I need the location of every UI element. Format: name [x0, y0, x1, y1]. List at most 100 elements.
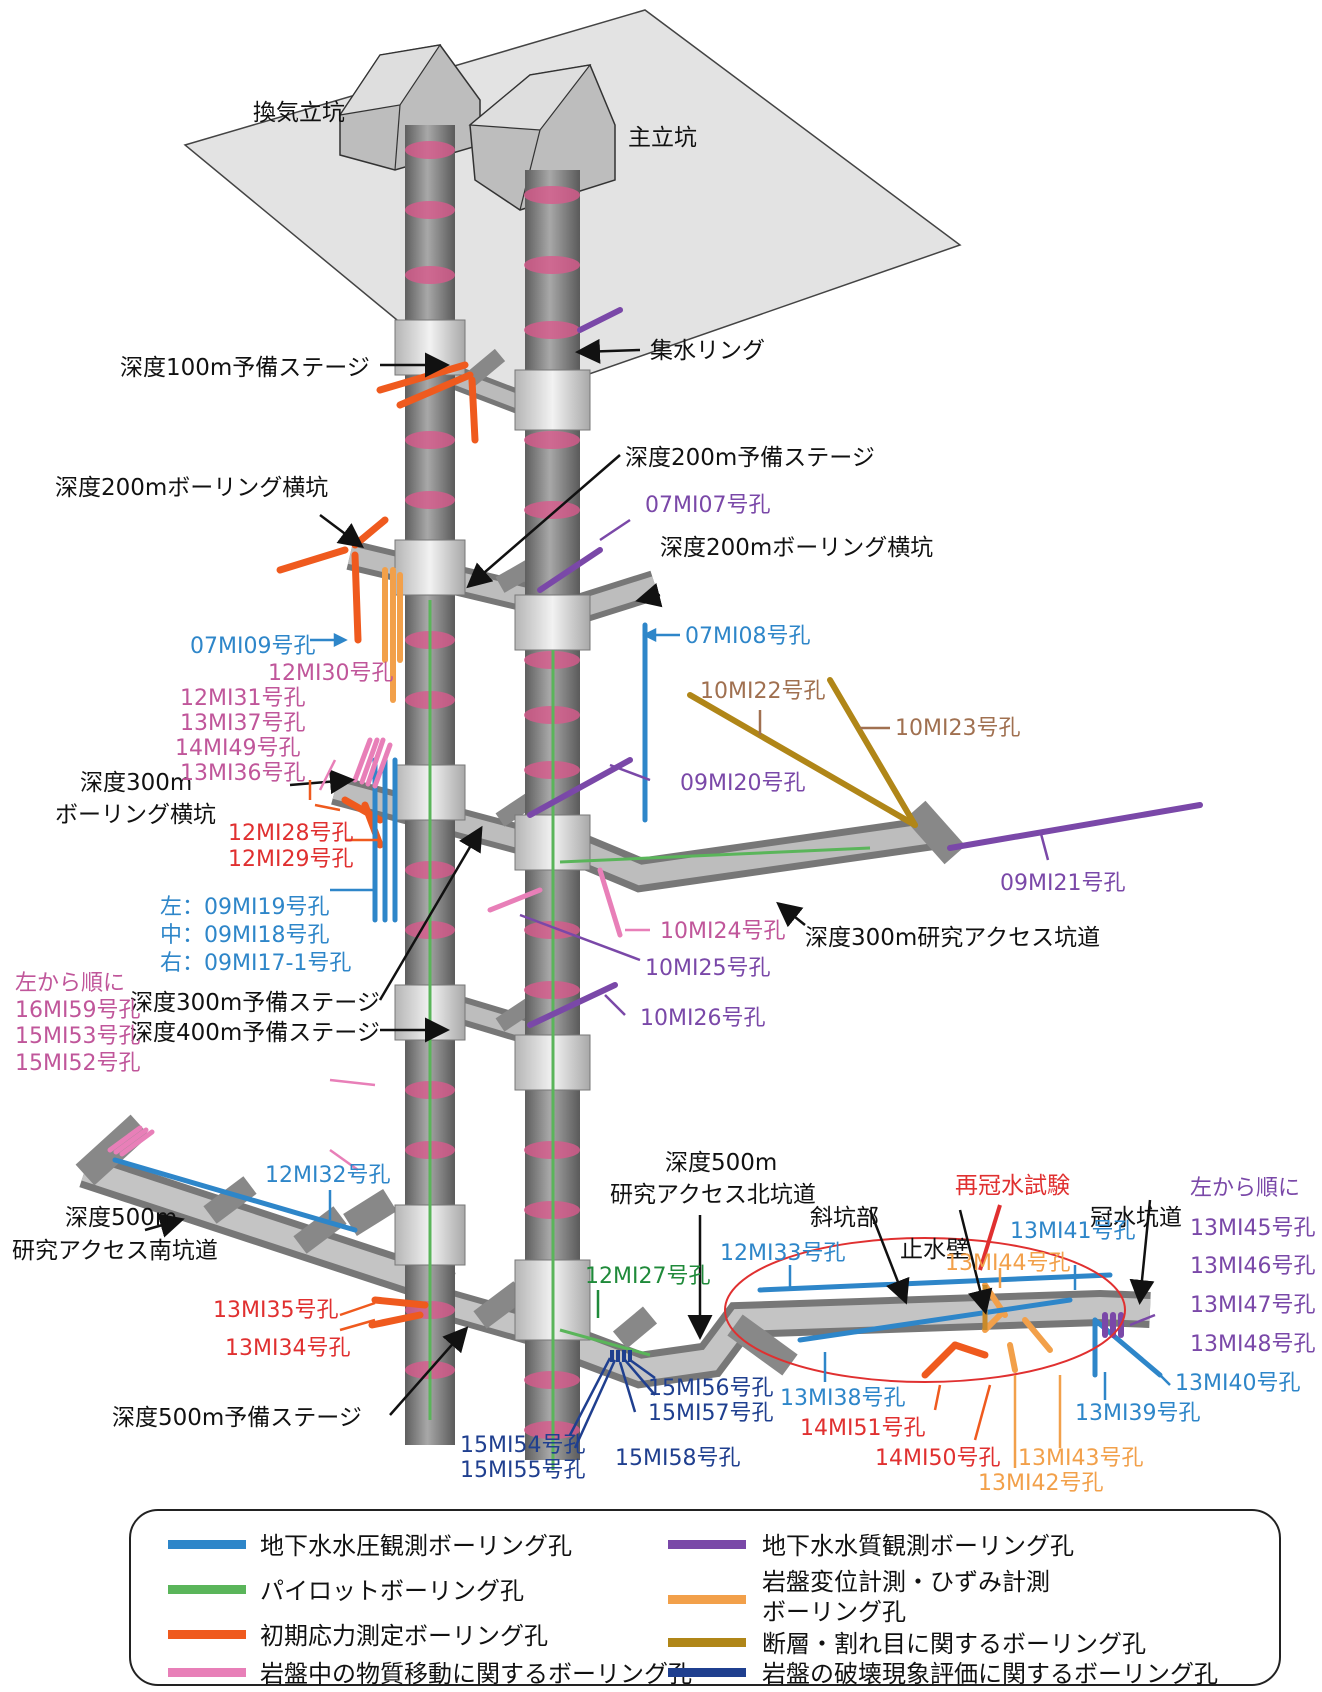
hole-13MI39: 13MI39号孔: [1075, 1401, 1200, 1426]
incline-label: 斜坑部: [810, 1205, 879, 1231]
hole-10MI26: 10MI26号孔: [640, 1006, 765, 1031]
legend-swatch-migration: [168, 1668, 246, 1677]
hole-15MI55: 15MI55号孔: [460, 1458, 585, 1483]
stage300-label: 深度300m予備ステージ: [130, 990, 380, 1016]
left-order-label: 左から順に: [15, 971, 125, 996]
legend-swatch-displacement: [668, 1595, 746, 1604]
north500-label-1: 深度500m: [665, 1150, 777, 1176]
structure-labels: 換気立坑 主立坑 集水リング 深度100m予備ステージ 深度200m予備ステージ…: [12, 100, 1182, 1431]
legend: 地下水水圧観測ボーリング孔 パイロットボーリング孔 初期応力測定ボーリング孔 岩…: [129, 1509, 1281, 1688]
hole-15MI57: 15MI57号孔: [648, 1401, 773, 1426]
hole-13MI38: 13MI38号孔: [780, 1386, 905, 1411]
hole-15MI53: 15MI53号孔: [15, 1024, 140, 1049]
migration-boreholes: [107, 737, 623, 1157]
hole-12MI28: 12MI28号孔: [228, 821, 353, 846]
hole-13MI42: 13MI42号孔: [978, 1471, 1103, 1496]
legend-failure: 岩盤の破壊現象評価に関するボーリング孔: [762, 1660, 1218, 1688]
hole-13MI43: 13MI43号孔: [1018, 1446, 1143, 1471]
pressure-boreholes: [112, 622, 1163, 1378]
hole-14MI49: 14MI49号孔: [175, 736, 300, 761]
water-ring-band: [524, 321, 580, 339]
hole-13MI40: 13MI40号孔: [1175, 1371, 1300, 1396]
legend-swatch-pilot: [168, 1585, 246, 1594]
reflood-test-area: [724, 1237, 1126, 1383]
hole-15MI54: 15MI54号孔: [460, 1433, 585, 1458]
water-ring-band: [405, 266, 455, 284]
hole-10MI25: 10MI25号孔: [645, 956, 770, 981]
stage200-label: 深度200m予備ステージ: [625, 445, 875, 471]
tunnel-500m-north: [553, 1289, 1151, 1389]
hole-09MI19: 左：09MI19号孔: [160, 895, 329, 920]
hole-13MI37: 13MI37号孔: [180, 711, 305, 736]
hole-12MI27: 12MI27号孔: [585, 1264, 710, 1289]
hole-13MI47: 13MI47号孔: [1190, 1293, 1315, 1318]
boring200-left-label: 深度200mボーリング横坑: [55, 475, 328, 501]
displacement-boreholes: [382, 567, 1053, 1373]
water-ring-band: [524, 501, 580, 519]
flood-drift-label: 冠水坑道: [1090, 1205, 1182, 1231]
legend-displacement-2: ボーリング孔: [762, 1598, 906, 1626]
reflood-test-label: 再冠水試験: [955, 1173, 1070, 1199]
hole-13MI46: 13MI46号孔: [1190, 1254, 1315, 1279]
hole-13MI35: 13MI35号孔: [213, 1298, 338, 1323]
legend-pilot: パイロットボーリング孔: [260, 1577, 524, 1605]
hole-13MI44: 13MI44号孔: [945, 1251, 1070, 1276]
water-ring-band: [405, 431, 455, 449]
hole-07MI08: 07MI08号孔: [685, 624, 810, 649]
hole-12MI33: 12MI33号孔: [720, 1241, 845, 1266]
hole-13MI41: 13MI41号孔: [1010, 1219, 1135, 1244]
fault-boreholes: [687, 677, 918, 828]
hole-07MI09: 07MI09号孔: [190, 634, 315, 659]
hole-13MI45: 13MI45号孔: [1190, 1216, 1315, 1241]
access300-label: 深度300m研究アクセス坑道: [805, 925, 1100, 951]
hole-09MI18: 中：09MI18号孔: [160, 923, 329, 948]
hole-10MI22: 10MI22号孔: [700, 679, 825, 704]
boring300-label-1: 深度300m: [80, 770, 192, 796]
water-ring-label: 集水リング: [650, 338, 765, 364]
hole-13MI34: 13MI34号孔: [225, 1336, 350, 1361]
stage500-label: 深度500m予備ステージ: [112, 1405, 362, 1431]
vent-shaft-label: 換気立坑: [253, 100, 345, 126]
hole-labels: 07MI07号孔 07MI08号孔 07MI09号孔 12MI30号孔 12MI…: [15, 493, 1315, 1496]
leader-arrows: [144, 338, 1155, 1416]
legend-swatch-pressure: [168, 1540, 246, 1549]
hole-09MI17: 右：09MI17-1号孔: [160, 951, 351, 976]
legend-swatch-quality: [668, 1540, 746, 1549]
boring200-right-label: 深度200mボーリング横坑: [660, 535, 933, 561]
hole-09MI21: 09MI21号孔: [1000, 871, 1125, 896]
boring300-label-2: ボーリング横坑: [55, 802, 216, 828]
legend-displacement-1: 岩盤変位計測・ひずみ計測: [762, 1568, 1050, 1596]
hole-15MI58: 15MI58号孔: [615, 1446, 740, 1471]
water-ring-band: [524, 186, 580, 204]
legend-swatch-fault: [668, 1638, 746, 1647]
hole-13MI36: 13MI36号孔: [180, 761, 305, 786]
south500-label-2: 研究アクセス南坑道: [12, 1238, 218, 1264]
north500-label-2: 研究アクセス北坑道: [610, 1182, 816, 1208]
water-ring-band: [405, 141, 455, 159]
water-ring-band: [524, 431, 580, 449]
pilot-boreholes: [428, 600, 871, 1470]
water-ring-band: [524, 256, 580, 274]
legend-swatch-failure: [668, 1668, 746, 1677]
hole-14MI51: 14MI51号孔: [800, 1416, 925, 1441]
main-shaft-label: 主立坑: [628, 125, 697, 151]
legend-swatch-stress: [168, 1630, 246, 1639]
water-ring-band: [405, 491, 455, 509]
legend-fault: 断層・割れ目に関するボーリング孔: [762, 1630, 1146, 1658]
legend-stress: 初期応力測定ボーリング孔: [260, 1622, 548, 1650]
hole-15MI56: 15MI56号孔: [648, 1376, 773, 1401]
hole-12MI29: 12MI29号孔: [228, 847, 353, 872]
south500-label-1: 深度500m: [65, 1205, 177, 1231]
legend-quality: 地下水水質観測ボーリング孔: [762, 1532, 1074, 1560]
hole-10MI23: 10MI23号孔: [895, 716, 1020, 741]
hole-12MI32: 12MI32号孔: [265, 1163, 390, 1188]
hole-09MI20: 09MI20号孔: [680, 771, 805, 796]
hole-15MI52: 15MI52号孔: [15, 1051, 140, 1076]
legend-migration: 岩盤中の物質移動に関するボーリング孔: [260, 1660, 692, 1688]
stage400-label: 深度400m予備ステージ: [130, 1020, 380, 1046]
hole-10MI24: 10MI24号孔: [660, 919, 785, 944]
hole-07MI07: 07MI07号孔: [645, 493, 770, 518]
stage100-label: 深度100m予備ステージ: [120, 355, 370, 381]
legend-pressure: 地下水水圧観測ボーリング孔: [260, 1532, 572, 1560]
